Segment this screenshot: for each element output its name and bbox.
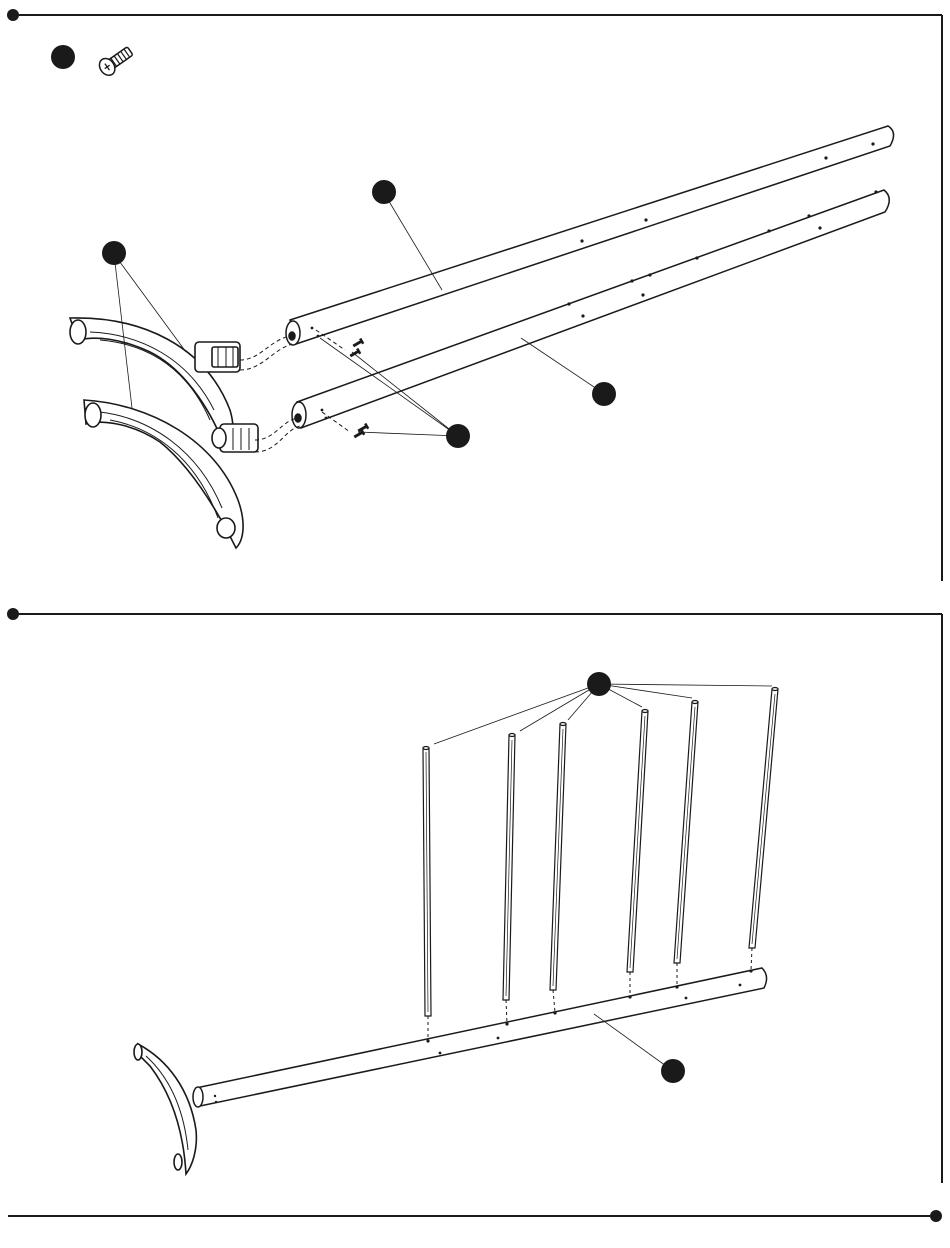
hardware-callout xyxy=(51,45,75,69)
callout-rail xyxy=(661,1059,685,1083)
callout-foot-brackets xyxy=(102,241,126,265)
callout-upper-rail xyxy=(372,180,396,204)
callout-lower-rail xyxy=(592,382,616,406)
page-end-marker xyxy=(930,1210,942,1222)
rod xyxy=(423,747,431,1017)
step-1-frame xyxy=(14,15,942,581)
callout-rods xyxy=(587,672,611,696)
side-foot-bracket xyxy=(134,1044,196,1174)
rod xyxy=(627,710,648,973)
rod xyxy=(749,688,778,949)
phillips-screw-icon xyxy=(96,43,135,78)
rod xyxy=(550,723,566,991)
callout-screws xyxy=(446,424,470,448)
rods xyxy=(423,688,778,1017)
rod xyxy=(503,734,515,1001)
step-2-marker xyxy=(7,608,19,620)
rod xyxy=(674,701,698,964)
step-2-frame xyxy=(14,614,942,1183)
step-1-marker xyxy=(7,9,19,21)
assembled-rail xyxy=(193,968,767,1107)
